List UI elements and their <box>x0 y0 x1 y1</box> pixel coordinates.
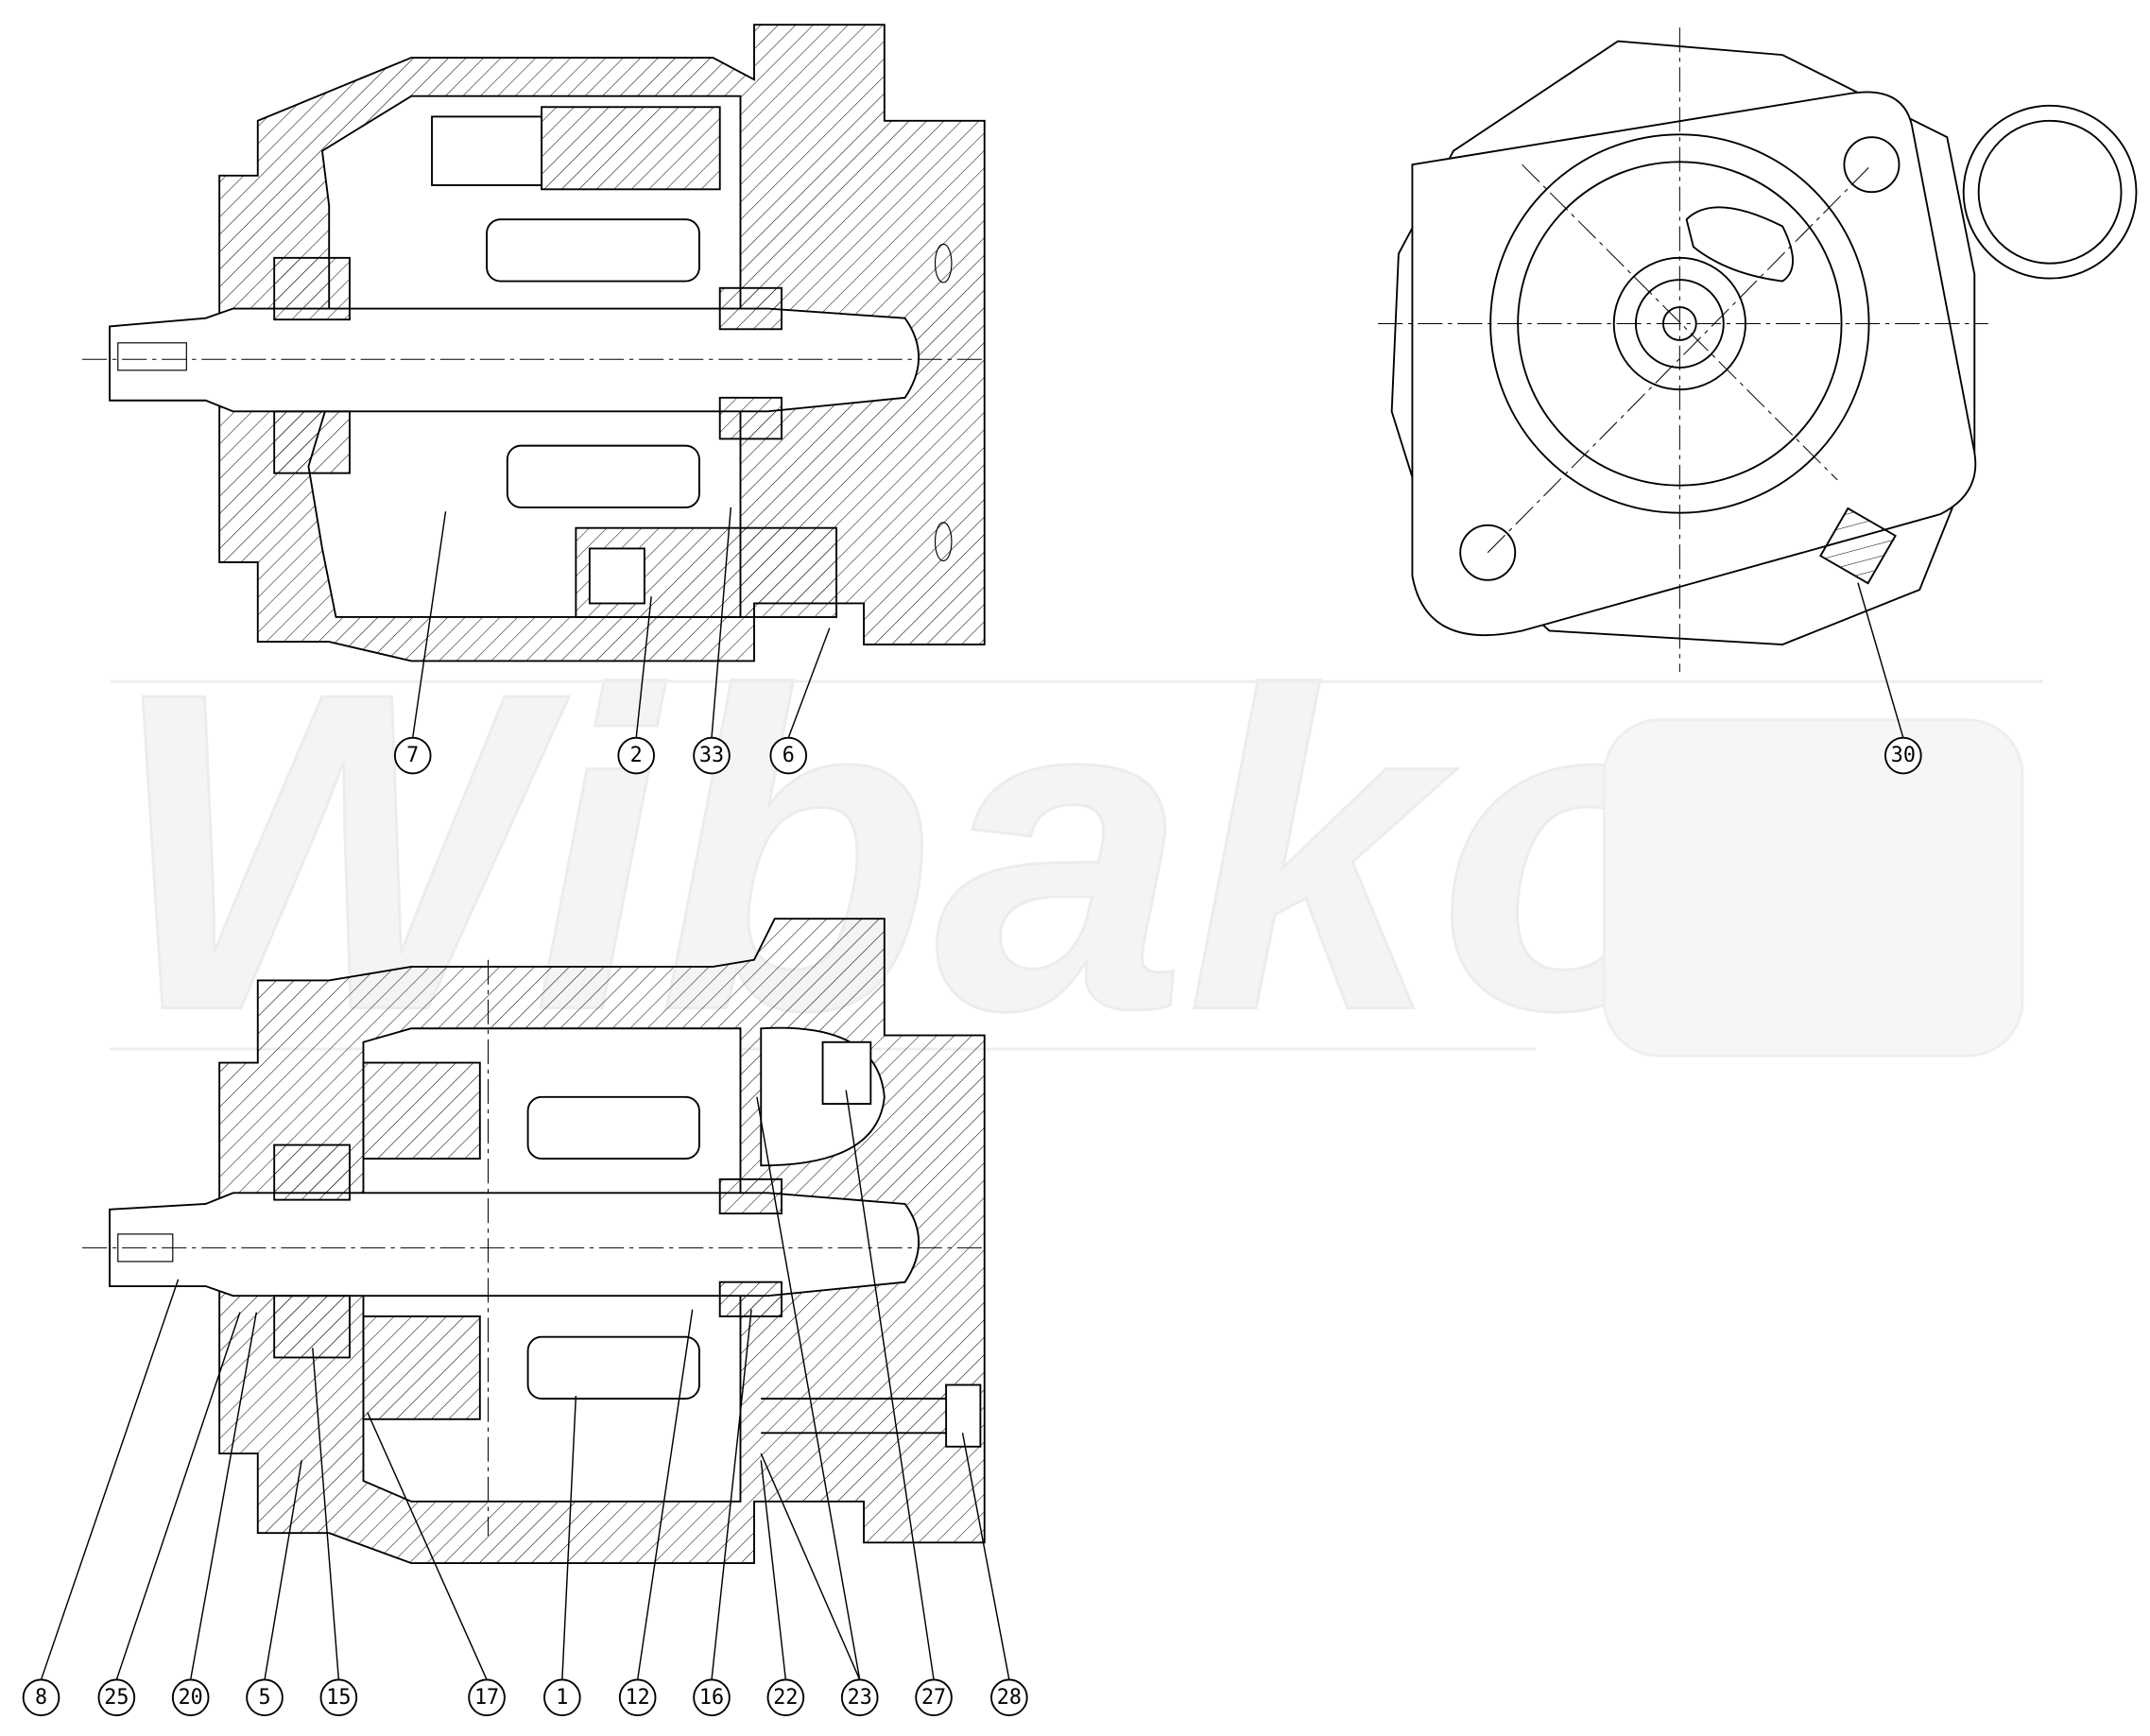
callout-28: 28 <box>990 1678 1028 1717</box>
svg-text:15: 15 <box>326 1686 351 1710</box>
callout-33: 33 <box>693 736 731 775</box>
svg-text:27: 27 <box>921 1686 946 1710</box>
callout-8: 8 <box>22 1678 60 1717</box>
callout-12: 12 <box>618 1678 657 1717</box>
svg-text:16: 16 <box>699 1686 724 1710</box>
svg-text:6: 6 <box>783 744 795 767</box>
svg-text:20: 20 <box>179 1686 203 1710</box>
callout-23: 23 <box>840 1678 879 1717</box>
svg-text:7: 7 <box>406 744 419 767</box>
callout-6: 6 <box>769 736 808 775</box>
svg-text:22: 22 <box>773 1686 798 1710</box>
callout-7: 7 <box>393 736 432 775</box>
callout-1: 1 <box>543 1678 581 1717</box>
bottom-section-view <box>82 918 988 1565</box>
leader-lines <box>40 507 1904 1680</box>
svg-text:17: 17 <box>474 1686 499 1710</box>
svg-text:1: 1 <box>556 1686 568 1710</box>
svg-text:23: 23 <box>848 1686 872 1710</box>
callout-16: 16 <box>693 1678 731 1717</box>
top-section-view <box>82 24 988 662</box>
callout-27: 27 <box>915 1678 953 1717</box>
svg-text:25: 25 <box>104 1686 129 1710</box>
svg-text:30: 30 <box>1891 744 1916 767</box>
callout-22: 22 <box>766 1678 805 1717</box>
svg-text:12: 12 <box>626 1686 650 1710</box>
svg-text:2: 2 <box>630 744 643 767</box>
svg-text:8: 8 <box>35 1686 47 1710</box>
callout-25: 25 <box>97 1678 136 1717</box>
callout-5: 5 <box>246 1678 284 1717</box>
svg-text:5: 5 <box>258 1686 270 1710</box>
top-front-view <box>1378 27 2138 673</box>
svg-text:33: 33 <box>699 744 724 767</box>
callout-17: 17 <box>468 1678 506 1717</box>
svg-text:28: 28 <box>997 1686 1022 1710</box>
callout-15: 15 <box>319 1678 358 1717</box>
callout-20: 20 <box>171 1678 210 1717</box>
callout-30: 30 <box>1884 736 1922 775</box>
callout-2: 2 <box>617 736 656 775</box>
